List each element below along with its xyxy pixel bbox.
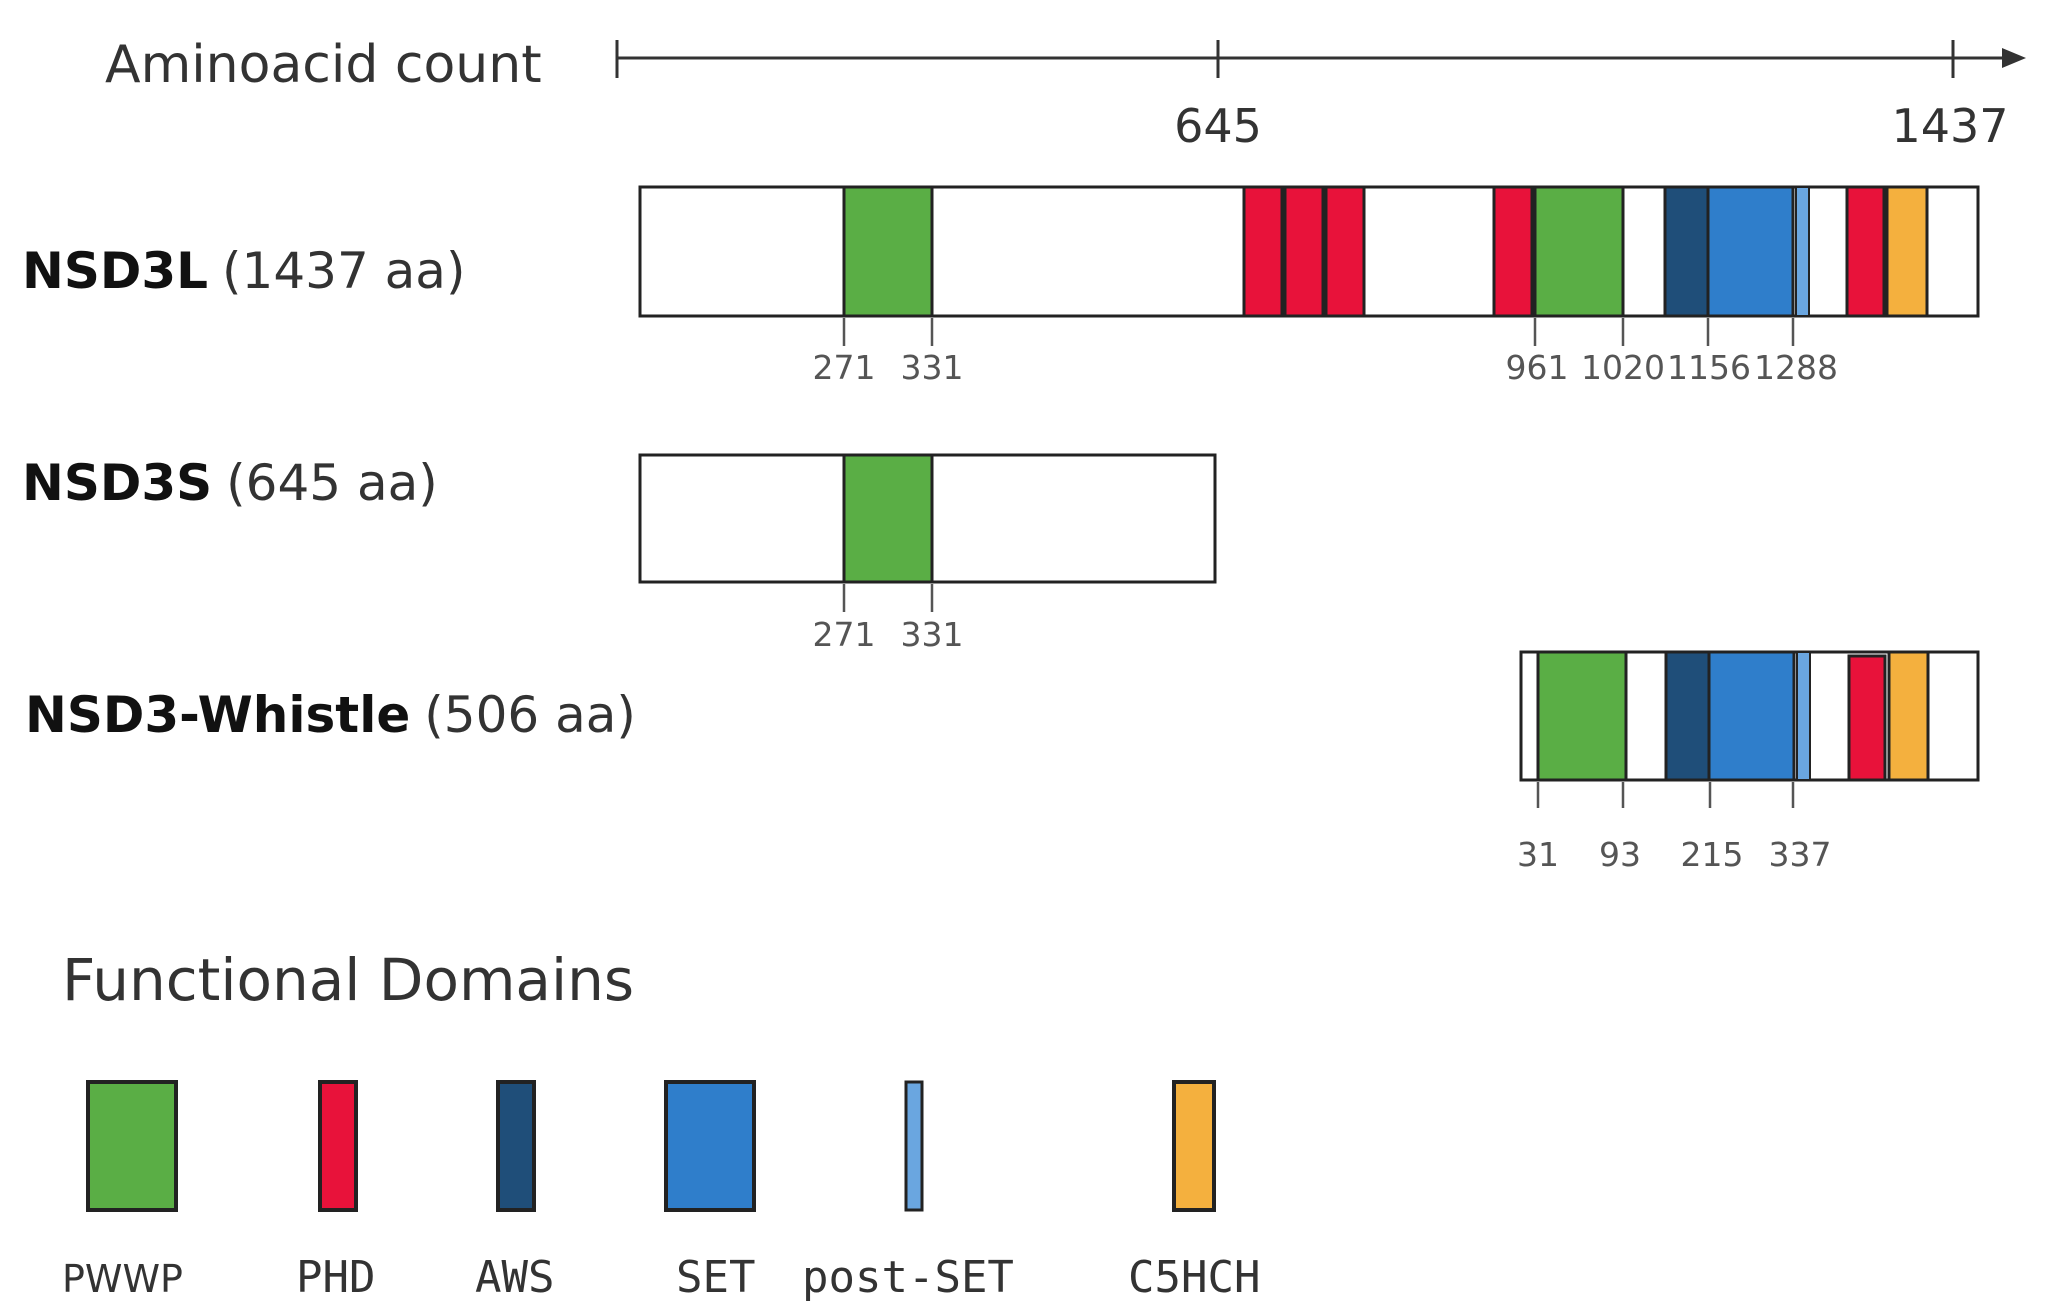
position-label: 1020 <box>1581 348 1665 387</box>
pwwp-domain <box>842 453 934 584</box>
position-label: 93 <box>1599 835 1641 874</box>
phd-domain <box>1492 185 1534 318</box>
phd-domain <box>1283 185 1325 318</box>
protein-nsd3-whistle: NSD3-Whistle(506 aa) 31 93 215 337 <box>25 650 1980 874</box>
post-set-domain <box>1796 651 1811 781</box>
protein-label: NSD3-Whistle(506 aa) <box>25 686 636 744</box>
legend-swatch-set <box>664 1080 756 1212</box>
legend-label-phd: PHD <box>296 1252 375 1303</box>
axis-label: Aminoacid count <box>105 35 542 95</box>
post-set-domain <box>1795 186 1810 317</box>
protein-length: (645 aa) <box>226 454 438 512</box>
phd-domain <box>1324 185 1366 318</box>
pwwp-domain <box>1536 650 1628 782</box>
c5hch-domain <box>1887 650 1930 782</box>
legend-label-pwwp: PWWP <box>62 1257 183 1301</box>
legend-label-post-set: post-SET <box>802 1252 1014 1303</box>
c5hch-domain <box>1885 185 1929 318</box>
position-label: 1288 <box>1754 348 1838 387</box>
aws-domain <box>1664 650 1711 782</box>
position-label: 331 <box>901 615 964 654</box>
position-label: 961 <box>1506 348 1569 387</box>
legend-swatch-c5hch <box>1172 1080 1216 1212</box>
protein-label: NSD3L(1437 aa) <box>22 242 465 300</box>
pwwp-domain <box>1533 185 1625 318</box>
set-domain <box>1707 650 1796 782</box>
position-label: 271 <box>813 615 876 654</box>
position-label: 215 <box>1681 835 1744 874</box>
phd-domain <box>1845 185 1886 318</box>
legend-swatch-post-set <box>904 1080 924 1212</box>
set-domain <box>1706 185 1795 318</box>
protein-name: NSD3-Whistle <box>25 686 410 744</box>
protein-nsd3l: NSD3L(1437 aa) 271 331 961 1020 1156 128… <box>22 185 1980 387</box>
legend-swatch-aws <box>496 1080 536 1212</box>
axis-arrowhead <box>2002 48 2026 68</box>
phd-domain <box>1847 654 1887 782</box>
axis-tick-label-645: 645 <box>1174 99 1262 153</box>
legend-label-c5hch: C5HCH <box>1128 1252 1260 1303</box>
protein-label: NSD3S(645 aa) <box>22 454 438 512</box>
protein-length: (1437 aa) <box>222 242 465 300</box>
position-label: 1156 <box>1667 348 1751 387</box>
protein-name: NSD3S <box>22 454 212 512</box>
axis-tick-label-1437: 1437 <box>1891 99 2008 153</box>
protein-length: (506 aa) <box>424 686 636 744</box>
position-label: 331 <box>901 348 964 387</box>
protein-name: NSD3L <box>22 242 208 300</box>
legend-swatch-pwwp <box>86 1080 178 1212</box>
phd-domain <box>1242 185 1284 318</box>
protein-nsd3s: NSD3S(645 aa) 271 331 <box>22 453 1217 654</box>
legend-swatch-phd <box>318 1080 358 1212</box>
legend-label-set: SET <box>676 1252 755 1303</box>
position-label: 337 <box>1769 835 1832 874</box>
functional-domains-legend: Functional Domains PWWP PHD AWS SET post… <box>62 946 1260 1303</box>
aws-domain <box>1663 185 1710 318</box>
position-label: 31 <box>1517 835 1559 874</box>
aminoacid-axis: Aminoacid count 645 1437 <box>105 35 2026 153</box>
legend-title: Functional Domains <box>62 946 634 1014</box>
position-label: 271 <box>813 348 876 387</box>
legend-label-aws: AWS <box>475 1252 554 1303</box>
pwwp-domain <box>842 185 934 318</box>
